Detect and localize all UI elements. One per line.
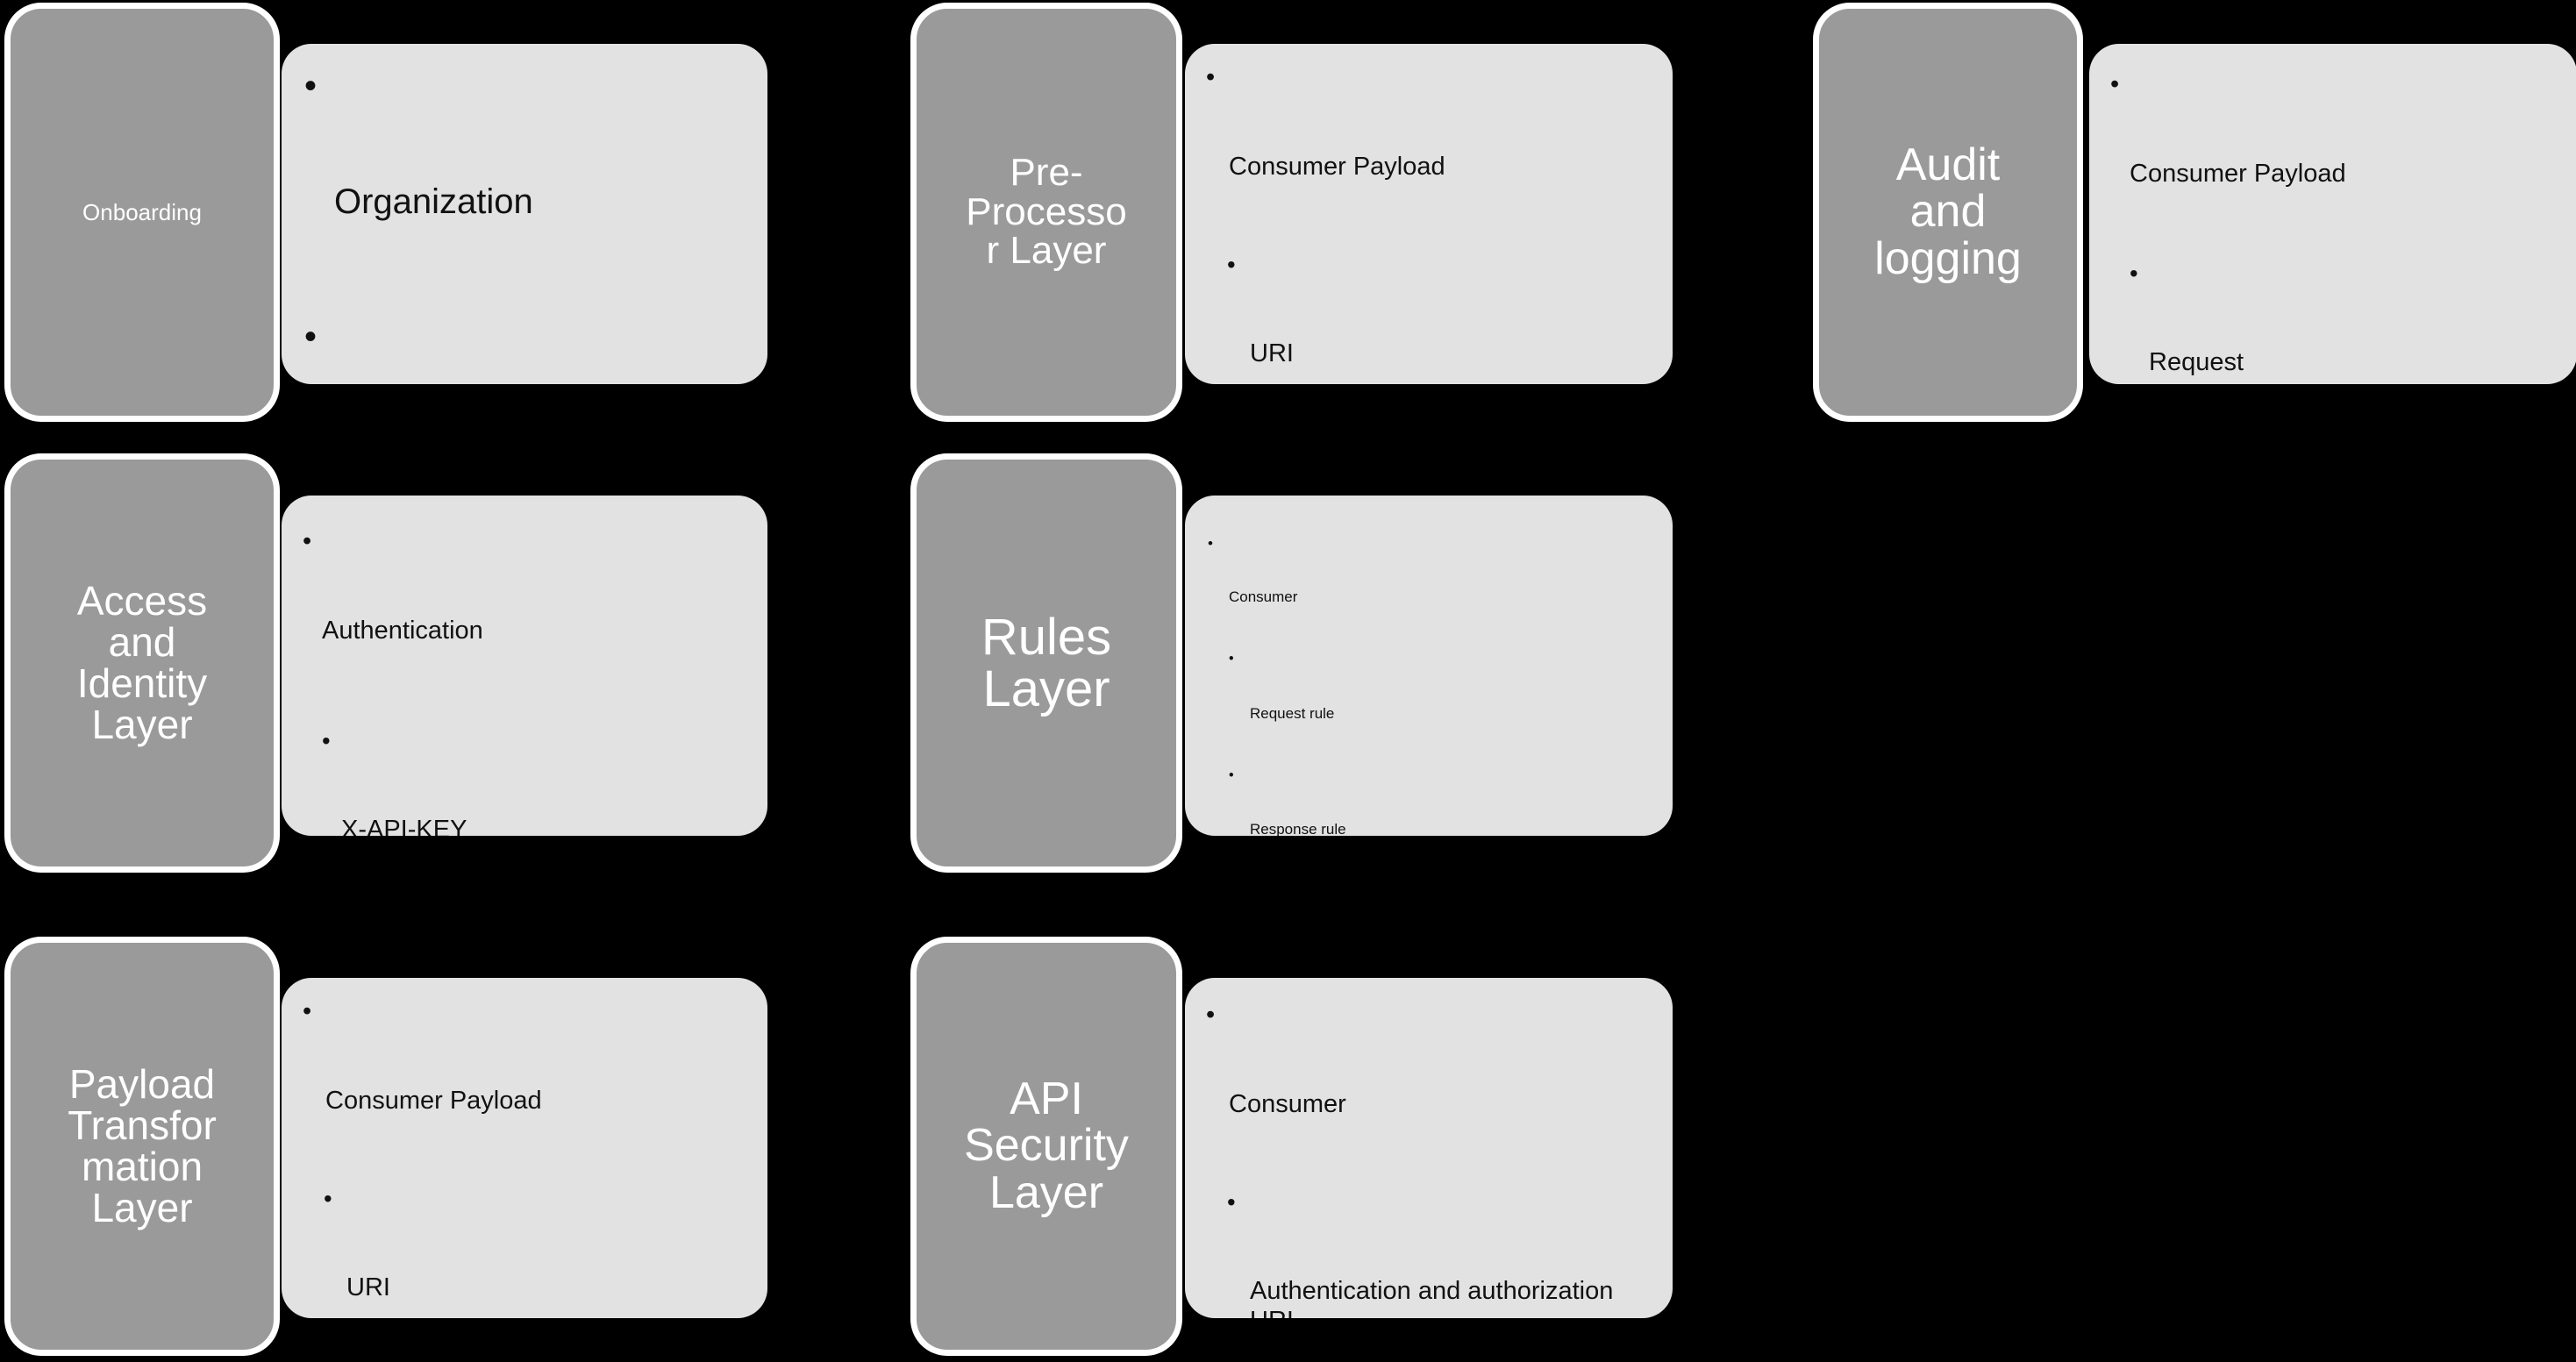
list-item: • Organization <box>304 67 533 221</box>
tab-payload-transformation-layer[interactable]: Payload Transfor mation Layer <box>4 937 280 1356</box>
tab-title-line: r Layer <box>986 229 1107 273</box>
list-item: • Consumer <box>1206 1001 1346 1118</box>
panel-api-security-layer: • Consumer • Authentication and authoriz… <box>1185 978 1673 1318</box>
tab-audit-and-logging[interactable]: Audit and logging <box>1813 3 2083 422</box>
panel-audit-and-logging: • Consumer Payload • Request • Response … <box>2089 44 2576 384</box>
tab-access-and-identity-layer[interactable]: Access and Identity Layer <box>4 453 280 873</box>
bullet-icon: • <box>303 527 312 555</box>
bullet-icon: • <box>304 317 318 356</box>
panel-pre-processor-layer: • Consumer Payload • URI • Request • Res… <box>1185 44 1673 384</box>
list-item: • Consumer Payload <box>2110 70 2346 188</box>
tab-title-line: Pre- <box>1010 150 1083 194</box>
list-item: • Consumer Payload <box>1206 63 1445 181</box>
list-access-and-identity-layer: • Authentication • X-API-KEY • JWT Token… <box>282 496 767 836</box>
list-item: • Request <box>2130 259 2244 377</box>
list-item: • Response rule <box>1229 767 1346 836</box>
tab-onboarding[interactable]: Onboarding <box>4 3 280 422</box>
tab-title-line: Transfor <box>68 1102 217 1149</box>
tab-title-line: mation <box>81 1144 203 1189</box>
panel-rules-layer: • Consumer • Request rule • Response rul… <box>1185 496 1673 836</box>
tab-title-line: Layer <box>982 660 1110 717</box>
bullet-icon: • <box>322 726 331 754</box>
bullet-icon: • <box>1227 1187 1236 1216</box>
tab-title-line: Layer <box>988 1166 1104 1218</box>
list-item: • Consumer Payload <box>303 997 542 1115</box>
bullet-icon: • <box>1227 250 1236 278</box>
tab-title-line: Payload <box>68 1061 216 1108</box>
bullet-icon: • <box>2110 70 2120 98</box>
list-item: • X-API-KEY <box>322 726 467 836</box>
bullet-icon: • <box>1229 651 1234 667</box>
bullet-icon: • <box>324 1184 332 1212</box>
bullet-icon: • <box>303 997 312 1025</box>
tab-title-line: Identity <box>76 660 208 706</box>
list-pre-processor-layer: • Consumer Payload • URI • Request • Res… <box>1185 44 1673 384</box>
list-api-security-layer: • Consumer • Authentication and authoriz… <box>1185 978 1673 1318</box>
list-item: • Request rule <box>1229 651 1335 722</box>
list-item: • Authentication <box>303 527 483 645</box>
tab-title-line: Layer <box>91 701 193 747</box>
tab-title-line: and <box>1909 186 1987 238</box>
list-onboarding: • Organization • Users • Role • Privileg… <box>282 44 767 384</box>
tab-title-line: Processo <box>966 189 1127 233</box>
tab-title: Onboarding <box>82 198 202 225</box>
bullet-icon: • <box>1206 63 1216 91</box>
tab-pre-processor-layer[interactable]: Pre- Processo r Layer <box>910 3 1182 422</box>
panel-access-and-identity-layer: • Authentication • X-API-KEY • JWT Token… <box>282 496 767 836</box>
tab-title-line: Layer <box>91 1184 193 1230</box>
list-audit-and-logging: • Consumer Payload • Request • Response … <box>2089 44 2576 384</box>
panel-payload-transformation-layer: • Consumer Payload • URI • Request • Res… <box>282 978 767 1318</box>
tab-title-line: Audit <box>1895 139 2001 191</box>
list-item: • URI <box>1227 250 1294 368</box>
tab-title-line: logging <box>1874 232 2022 284</box>
bullet-icon: • <box>1229 767 1234 783</box>
list-item: • Consumer <box>1208 535 1298 606</box>
list-item: • Authentication and authorization URI <box>1227 1187 1614 1318</box>
list-rules-layer: • Consumer • Request rule • Response rul… <box>1185 496 1673 836</box>
tab-api-security-layer[interactable]: API Security Layer <box>910 937 1182 1356</box>
tab-title-line: and <box>108 619 176 666</box>
bullet-icon: • <box>2130 259 2138 287</box>
list-item: • Users <box>304 317 745 384</box>
panel-onboarding: • Organization • Users • Role • Privileg… <box>282 44 767 384</box>
tab-title-line: Rules <box>981 608 1112 666</box>
bullet-icon: • <box>1208 535 1213 552</box>
bullet-icon: • <box>1206 1001 1216 1029</box>
tab-rules-layer[interactable]: Rules Layer <box>910 453 1182 873</box>
list-item: • URI <box>324 1184 390 1302</box>
bullet-icon: • <box>304 67 318 105</box>
tab-title-line: Security <box>964 1120 1129 1172</box>
tab-title-line: Access <box>76 578 208 624</box>
list-payload-transformation-layer: • Consumer Payload • URI • Request • Res… <box>282 978 767 1318</box>
tab-title-line: API <box>1010 1073 1083 1125</box>
